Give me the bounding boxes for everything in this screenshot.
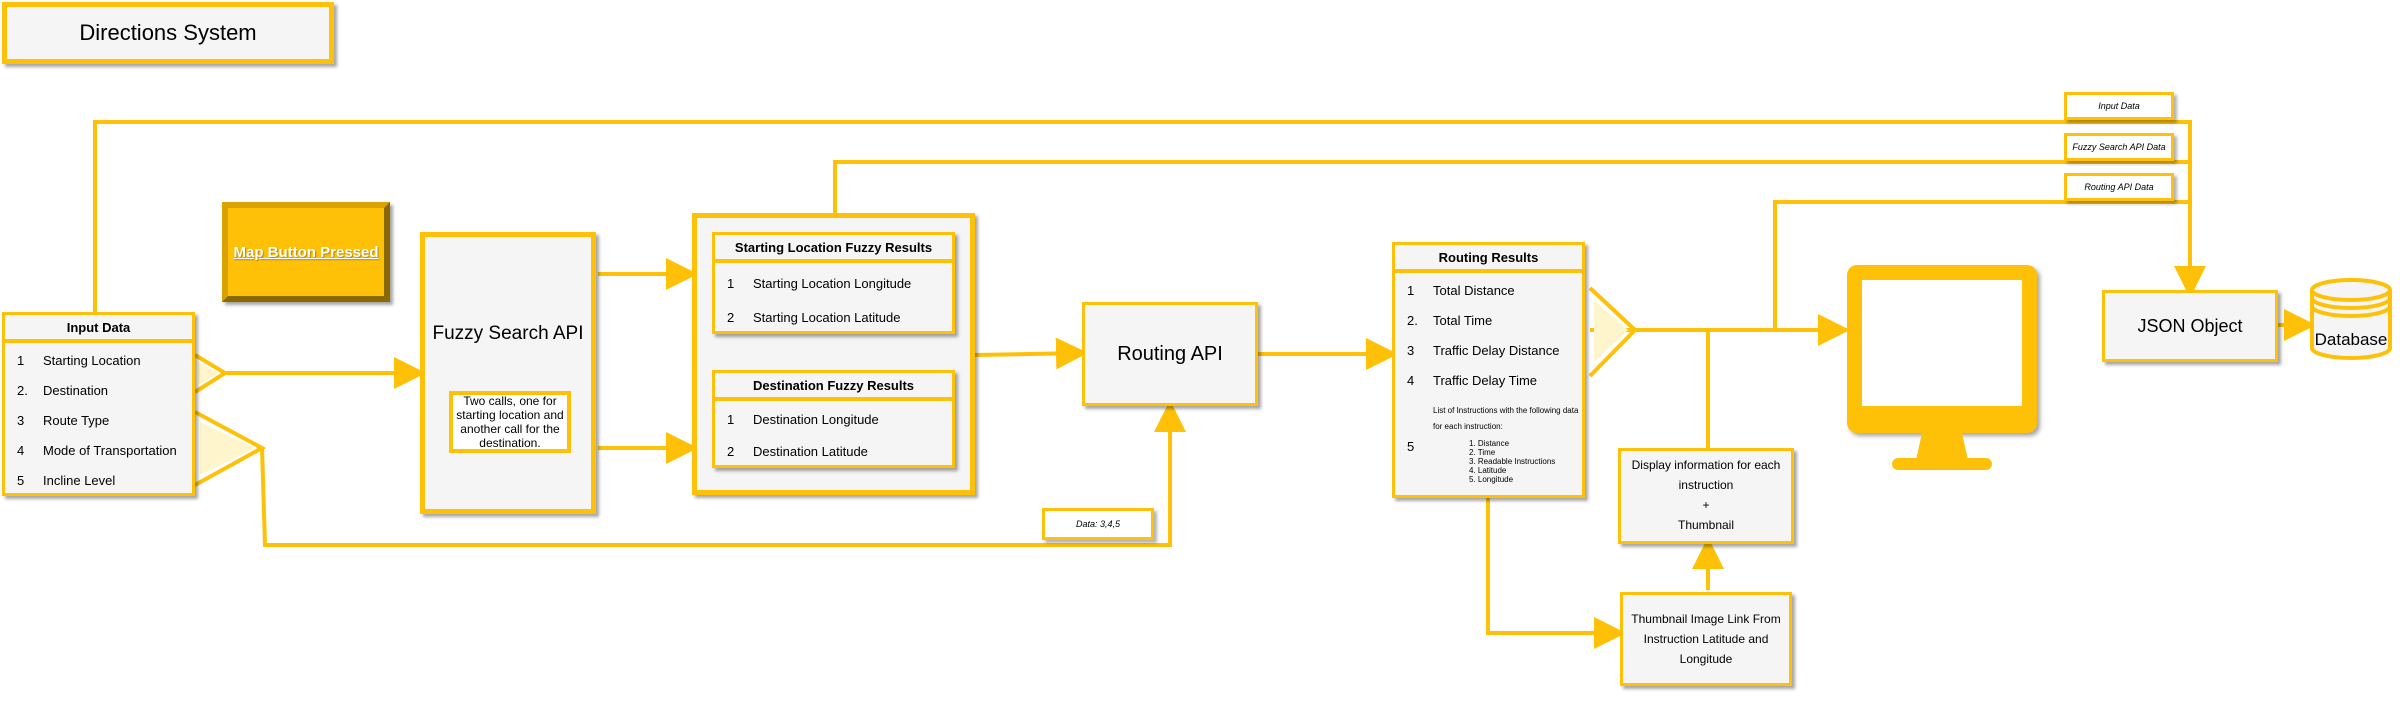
map-button-pressed[interactable]: Map Button Pressed: [222, 202, 390, 302]
tag-fuzzy-search-data: Fuzzy Search API Data: [2064, 133, 2174, 161]
json-object-box: JSON Object: [2102, 290, 2278, 362]
data-tag: Data: 3,4,5: [1042, 508, 1154, 540]
instruction-list-item: 5. Longitude: [1469, 475, 1514, 484]
database-label: Database: [2314, 330, 2388, 349]
database-icon: [2310, 278, 2392, 360]
display-info-thumbnail: Thumbnail: [1677, 518, 1735, 532]
monitor-icon: [1847, 265, 2037, 470]
tag-routing-api-data: Routing API Data: [2064, 173, 2174, 201]
thumbnail-link-box: Thumbnail Image Link From Instruction La…: [1620, 592, 1792, 686]
instruction-list-item: 3. Readable Instructions: [1469, 457, 1556, 466]
list-item: 2.Destination: [17, 382, 109, 398]
instruction-list-item: 2. Time: [1469, 448, 1496, 457]
instruction-list: 1. Distance 2. Time 3. Readable Instruct…: [1469, 439, 1555, 484]
instruction-list-item: 1. Distance: [1469, 439, 1510, 448]
input-data-header: Input Data: [5, 315, 192, 343]
instruction-list-item: 4. Latitude: [1469, 466, 1507, 475]
display-info-box: Display information for each instruction…: [1618, 448, 1794, 544]
fuzzy-search-api-box: Fuzzy Search API Two calls, one for star…: [420, 232, 596, 514]
display-info-plus: +: [1702, 498, 1710, 512]
start-fuzzy-header: Starting Location Fuzzy Results: [715, 235, 952, 263]
instruction-list-intro: List of Instructions with the following …: [1433, 406, 1579, 431]
display-info-line1: Display information for each instruction: [1631, 458, 1781, 492]
fuzzy-search-api-title: Fuzzy Search API: [432, 323, 584, 344]
list-item: 2.Total Time: [1407, 312, 1493, 328]
map-button-label: Map Button Pressed: [233, 243, 379, 261]
dest-fuzzy-header: Destination Fuzzy Results: [715, 373, 952, 401]
fuzzy-search-api-note: Two calls, one for starting location and…: [449, 391, 571, 453]
routing-results-header: Routing Results: [1395, 245, 1582, 273]
diagram-title: Directions System: [2, 2, 334, 64]
routing-api-box: Routing API: [1082, 302, 1258, 406]
instruction-list-number: 5: [1407, 439, 1415, 454]
tag-input-data: Input Data: [2064, 92, 2174, 120]
